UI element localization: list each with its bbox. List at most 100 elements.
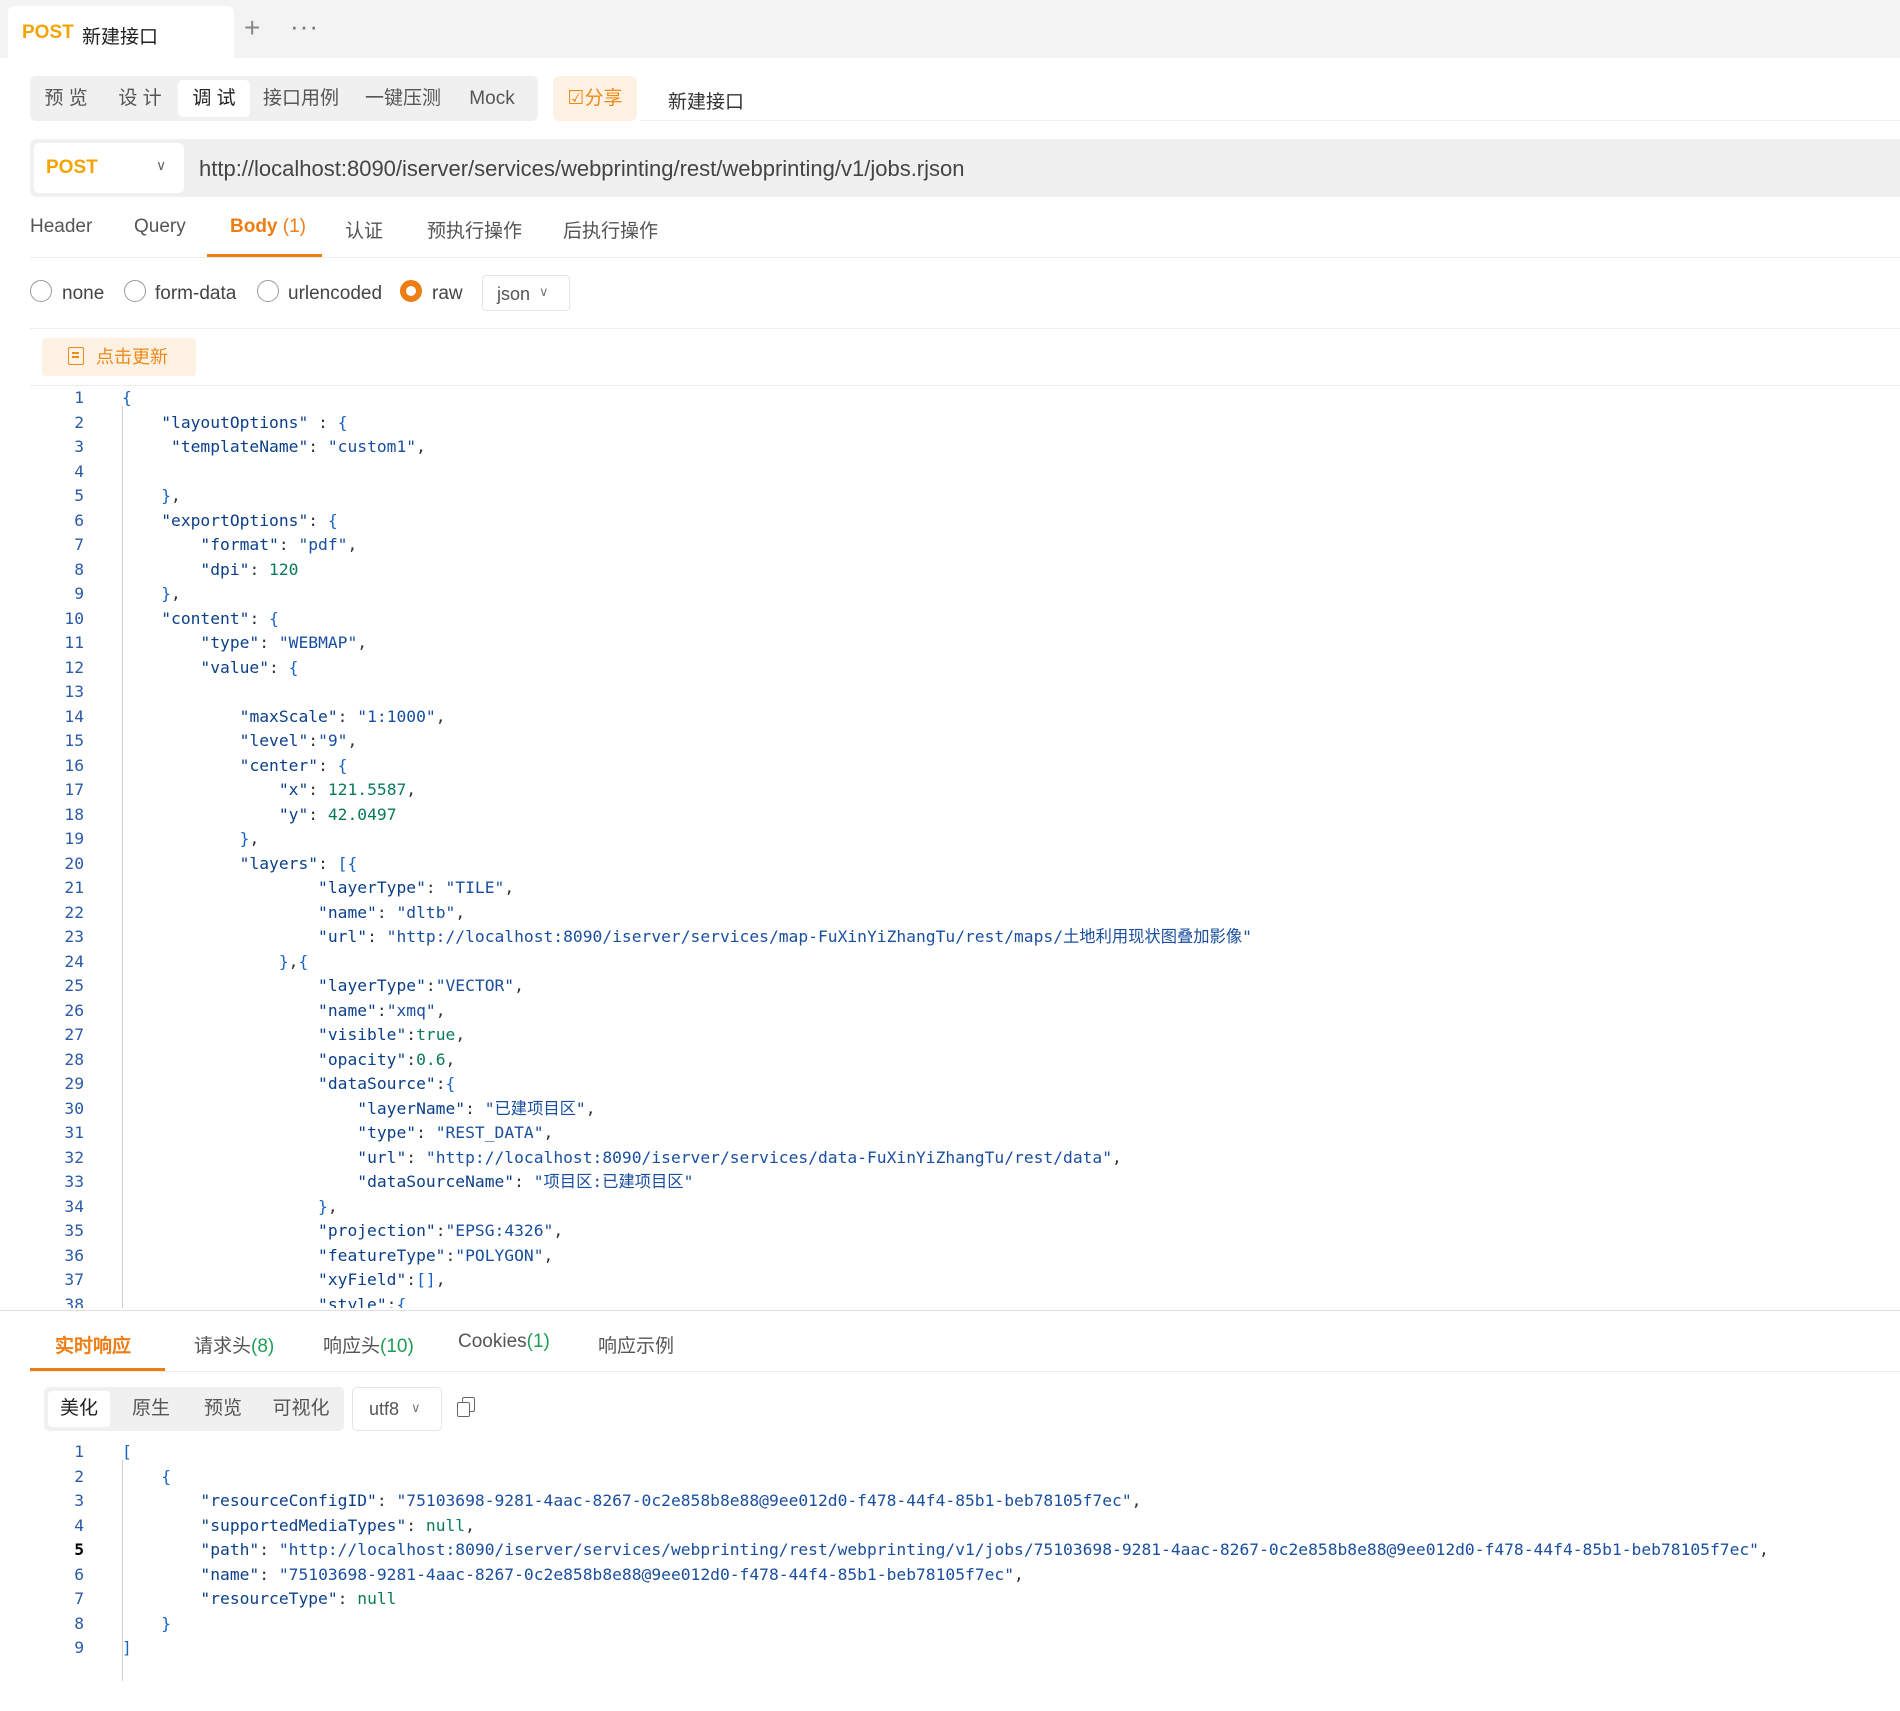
tab-pre-script[interactable]: 预执行操作 (427, 221, 523, 242)
tab-preview[interactable]: 预 览 (44, 88, 88, 109)
radio-urlencoded[interactable] (257, 280, 279, 302)
tab-load-test[interactable]: 一键压测 (364, 88, 441, 109)
tab-response-headers[interactable]: 响应头(10) (323, 1331, 414, 1358)
radio-form-data[interactable] (124, 280, 146, 302)
tab-request-headers-label: 请求头 (194, 1336, 252, 1357)
tab-body-label: Body (230, 216, 278, 237)
code-line: 36 "featureType":"POLYGON", (30, 1244, 1900, 1269)
line-number: 19 (64, 829, 84, 848)
response-body-viewer[interactable]: 1[2 {3 "resourceConfigID": "75103698-928… (30, 1440, 1900, 1690)
request-body-editor[interactable]: 1{2 "layoutOptions" : {3 "templateName":… (30, 386, 1900, 1308)
code-text: "x": 121.5587, (278, 780, 417, 799)
code-line: 16 "center": { (30, 754, 1900, 779)
code-line: 32 "url": "http://localhost:8090/iserver… (30, 1146, 1900, 1171)
divider (30, 385, 1900, 386)
code-text: "xyField":[], (318, 1270, 446, 1289)
method-select[interactable]: POST ∨ (34, 143, 184, 193)
code-text: "dpi": 120 (200, 559, 299, 579)
line-number: 9 (74, 1638, 84, 1657)
request-tab-method: POST (22, 22, 74, 43)
tab-debug[interactable]: 调 试 (178, 80, 250, 117)
tab-cookies[interactable]: Cookies(1) (458, 1331, 550, 1353)
line-number: 10 (64, 608, 84, 628)
line-number: 4 (74, 461, 84, 481)
code-line: 35 "projection":"EPSG:4326", (30, 1219, 1900, 1244)
code-text: "resourceConfigID": "75103698-9281-4aac-… (200, 1491, 1142, 1510)
add-tab-icon[interactable]: + (244, 12, 261, 43)
code-text: "dataSource":{ (318, 1074, 456, 1093)
update-button[interactable]: 点击更新 (42, 338, 196, 376)
code-text: "visible":true, (318, 1025, 466, 1044)
indent-guide (122, 1460, 123, 1681)
tab-preview-response[interactable]: 预览 (203, 1398, 242, 1419)
line-number: 15 (64, 731, 84, 750)
url-input[interactable]: http://localhost:8090/iserver/services/w… (199, 156, 965, 181)
tab-live-response[interactable]: 实时响应 (55, 1336, 132, 1357)
code-text: "url": "http://localhost:8090/iserver/se… (318, 927, 1252, 946)
line-number: 7 (74, 535, 84, 554)
tab-query[interactable]: Query (134, 216, 186, 237)
tab-raw[interactable]: 原生 (131, 1398, 170, 1419)
code-line: 27 "visible":true, (30, 1023, 1900, 1048)
code-line: 4 (30, 460, 1900, 485)
tab-auth[interactable]: 认证 (345, 221, 384, 242)
divider (640, 120, 1900, 121)
code-line: 38 "style":{ (30, 1293, 1900, 1309)
code-text: "layoutOptions" : { (161, 412, 348, 432)
code-text: "value": { (200, 657, 299, 677)
response-format-tabs: 美化 原生 预览 可视化 (44, 1387, 344, 1431)
tab-header[interactable]: Header (30, 216, 93, 237)
line-number: 22 (64, 902, 84, 922)
tab-body-count: (1) (282, 216, 307, 237)
code-line: 3 "templateName": "custom1", (30, 435, 1900, 460)
radio-none-label: none (62, 283, 105, 304)
tab-cases[interactable]: 接口用例 (262, 88, 339, 109)
line-number: 3 (74, 437, 84, 456)
tab-mock[interactable]: Mock (469, 88, 515, 109)
active-tab-indicator (30, 1368, 165, 1371)
code-line: 7 "resourceType": null (30, 1587, 1900, 1612)
request-tab-title: 新建接口 (82, 27, 159, 48)
encoding-select[interactable]: utf8 ∨ (352, 1387, 442, 1431)
tab-pretty[interactable]: 美化 (48, 1391, 110, 1427)
request-name[interactable]: 新建接口 (668, 92, 745, 113)
line-number: 28 (64, 1049, 84, 1069)
tab-body[interactable]: Body (1) (230, 216, 306, 238)
line-number: 2 (74, 1466, 84, 1486)
radio-raw[interactable] (400, 280, 422, 302)
line-number: 23 (64, 927, 84, 946)
line-number: 35 (64, 1221, 84, 1240)
code-text: "level":"9", (239, 731, 358, 750)
url-bar (30, 139, 1900, 197)
code-text: { (122, 388, 132, 407)
code-line: 29 "dataSource":{ (30, 1072, 1900, 1097)
indent-guide (122, 406, 123, 1308)
code-line: 5 "path": "http://localhost:8090/iserver… (30, 1538, 1900, 1563)
tab-cookies-label: Cookies (458, 1331, 527, 1352)
code-line: 26 "name":"xmq", (30, 999, 1900, 1024)
code-line: 8 } (30, 1612, 1900, 1637)
more-icon[interactable]: ··· (290, 11, 319, 41)
code-line: 20 "layers": [{ (30, 852, 1900, 877)
tab-request-headers[interactable]: 请求头(8) (194, 1331, 274, 1358)
response-divider[interactable] (0, 1310, 1900, 1311)
code-text: }, (239, 829, 260, 848)
code-text: } (161, 1613, 172, 1633)
tab-response-examples[interactable]: 响应示例 (598, 1336, 675, 1357)
line-number: 14 (64, 706, 84, 726)
code-line: 25 "layerType":"VECTOR", (30, 974, 1900, 999)
code-text: "layers": [{ (239, 853, 358, 873)
code-text: "maxScale": "1:1000", (239, 706, 446, 726)
tab-visualize[interactable]: 可视化 (272, 1398, 330, 1419)
request-tab[interactable]: POST 新建接口 (8, 6, 234, 58)
code-line: 17 "x": 121.5587, (30, 778, 1900, 803)
copy-icon[interactable] (457, 1397, 477, 1419)
line-number: 38 (64, 1294, 84, 1309)
raw-format-select[interactable]: json ∨ (482, 275, 570, 311)
tab-design[interactable]: 设 计 (118, 88, 162, 109)
tab-post-script[interactable]: 后执行操作 (563, 221, 659, 242)
code-line: 1{ (30, 386, 1900, 411)
raw-format-value: json (497, 284, 531, 304)
radio-none[interactable] (30, 280, 52, 302)
share-button[interactable]: ☑分享 (553, 76, 637, 121)
